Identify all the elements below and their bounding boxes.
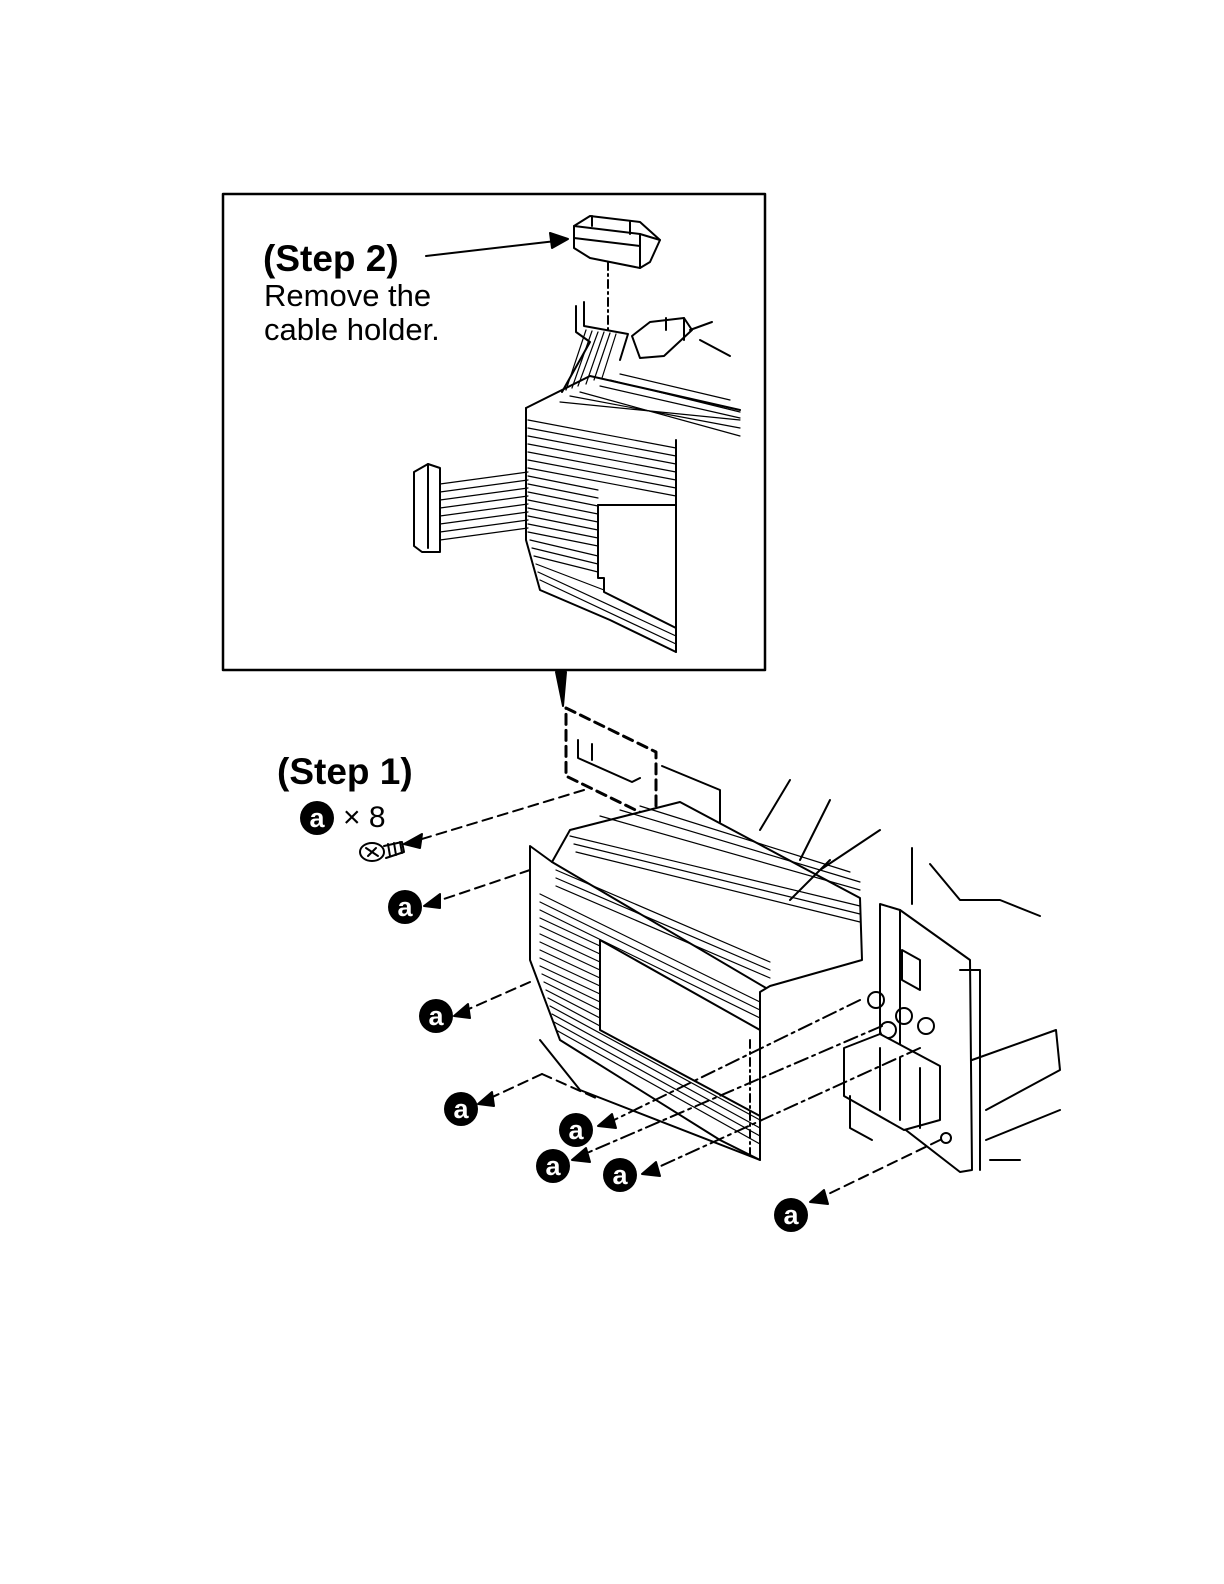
step2-instruction-line2: cable holder.	[264, 313, 440, 347]
screw-label-3: a	[444, 1092, 478, 1126]
step2-title: (Step 2)	[263, 240, 399, 277]
step2-leader-arrow	[426, 233, 568, 256]
screw-label-4: a	[559, 1113, 593, 1147]
screw-icon	[360, 842, 404, 861]
step1-title: (Step 1)	[277, 753, 413, 790]
screw-label-5: a	[536, 1149, 570, 1183]
screw-label-1: a	[388, 890, 422, 924]
screw-label-6: a	[603, 1158, 637, 1192]
screw-label-7: a	[774, 1198, 808, 1232]
cable-holder	[574, 216, 660, 268]
side-board	[844, 904, 1060, 1172]
step1-screw-badge: a	[300, 801, 334, 835]
step1-screw-count: × 8	[343, 803, 386, 833]
inset-block	[414, 302, 740, 652]
step2-instruction-line1: Remove the	[264, 279, 431, 313]
holder-in-region	[578, 740, 640, 782]
screw-label-2: a	[419, 999, 453, 1033]
detail-region	[566, 708, 656, 820]
